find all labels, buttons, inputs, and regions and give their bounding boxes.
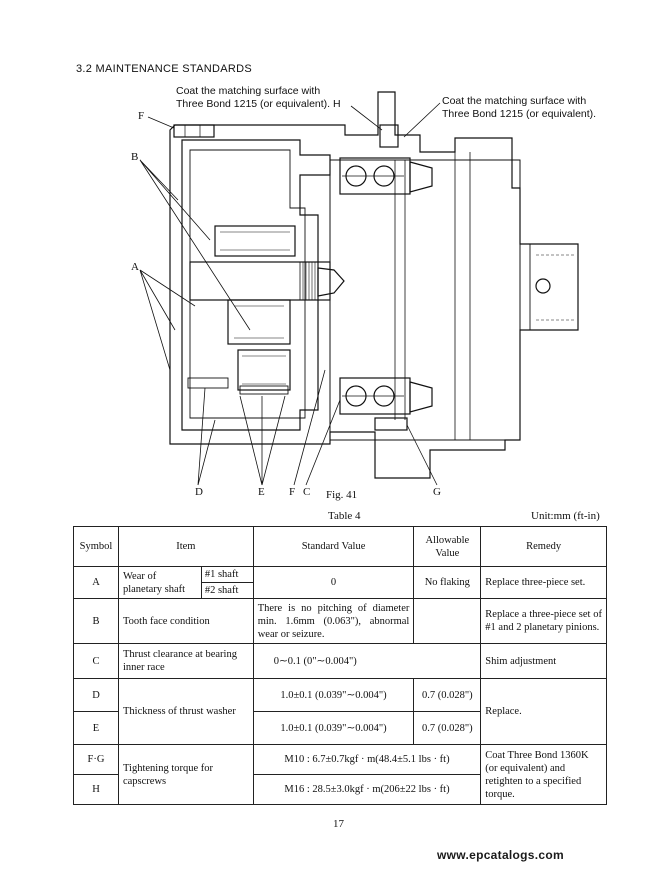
header-symbol: Symbol [73,526,119,567]
header-item: Item [117,526,254,567]
page-number: 17 [333,818,344,830]
cell-standard: M10 : 6.7±0.7kgf · m(48.4±5.1 lbs · ft) [252,744,482,775]
figure-caption: Fig. 41 [326,489,358,501]
watermark: www.epcatalogs.com [437,848,564,862]
cell-standard: 1.0±0.1 (0.039"∼0.004") [252,678,415,712]
header-standard-value: Standard Value [252,526,415,567]
label-e: E [258,486,265,498]
cell-symbol: C [73,643,119,679]
callout-left-line2: Three Bond 1215 (or equivalent). H [176,98,341,110]
label-a: A [131,261,139,273]
table-header-row: Symbol Item Standard Value Allowable Val… [73,526,607,567]
cell-symbol: E [73,711,119,745]
cell-sub-1: #1 shaft [201,567,253,583]
cell-remedy: Replace a three-piece set of #1 and 2 pl… [480,598,607,644]
cell-symbol: A [73,566,119,599]
cell-item: Thrust clearance at bearing inner race [117,643,254,679]
table-row-fg: F·G Tightening torque for capscrews M10 … [73,744,607,805]
callout-right-line2: Three Bond 1215 (or equivalent). [442,108,597,120]
cell-standard: M16 : 28.5±3.0kgf · m(206±22 lbs · ft) [252,774,482,805]
cell-remedy: Replace three-piece set. [480,566,607,599]
table-caption: Table 4 [328,510,361,522]
cell-item: Thickness of thrust washer [117,678,254,745]
cell-standard: 0∼0.1 (0"∼0.004") [252,643,482,679]
table-row-a: A Wear of planetary shaft #1 shaft #2 sh… [73,566,607,599]
table-row-c: C Thrust clearance at bearing inner race… [73,643,607,679]
table-row-d: D Thickness of thrust washer 1.0±0.1 (0.… [73,678,607,745]
cell-item: Wear of planetary shaft [117,566,202,599]
cell-symbol: H [73,774,119,805]
label-f: F [289,486,296,498]
cell-subitems: #1 shaft #2 shaft [200,566,254,599]
table-row-e: E 1.0±0.1 (0.039"∼0.004") 0.7 (0.028") [73,711,607,745]
cell-item: Tightening torque for capscrews [117,744,254,805]
cell-item: Tooth face condition [117,598,254,644]
callout-left-line1: Coat the matching surface with [176,85,321,97]
cell-symbol: B [73,598,119,644]
cell-remedy: Shim adjustment [480,643,607,679]
maintenance-standards-table: Symbol Item Standard Value Allowable Val… [73,526,607,805]
header-allowable-value: Allowable Value [413,526,482,567]
label-d: D [195,486,203,498]
cell-allowable: 0.7 (0.028") [413,678,482,712]
callout-right-line1: Coat the matching surface with [442,95,587,107]
table-row-b: B Tooth face condition There is no pitch… [73,598,607,644]
label-c: C [303,486,311,498]
cell-standard: 0 [252,566,415,599]
cell-remedy: Replace. [480,678,607,745]
cell-standard: 1.0±0.1 (0.039"∼0.004") [252,711,415,745]
cell-remedy: Coat Three Bond 1360K (or equivalent) an… [480,744,607,805]
cell-sub-2: #2 shaft [204,585,239,596]
table-row-h: H M16 : 28.5±3.0kgf · m(206±22 lbs · ft) [73,774,607,805]
label-g: G [433,486,441,498]
cell-symbol: F·G [73,744,119,775]
cell-standard: There is no pitching of diameter min. 1.… [252,598,415,644]
cell-allowable: No flaking [413,566,482,599]
fig41-drawing [139,91,579,486]
cell-symbol: D [73,678,119,712]
label-b: B [131,151,139,163]
cell-allowable [413,598,482,644]
cell-allowable: 0.7 (0.028") [413,711,482,745]
section-title: 3.2 MAINTENANCE STANDARDS [76,63,252,75]
table-unit: Unit:mm (ft-in) [531,510,600,522]
header-remedy: Remedy [480,526,607,567]
label-f-top: F [138,110,145,122]
